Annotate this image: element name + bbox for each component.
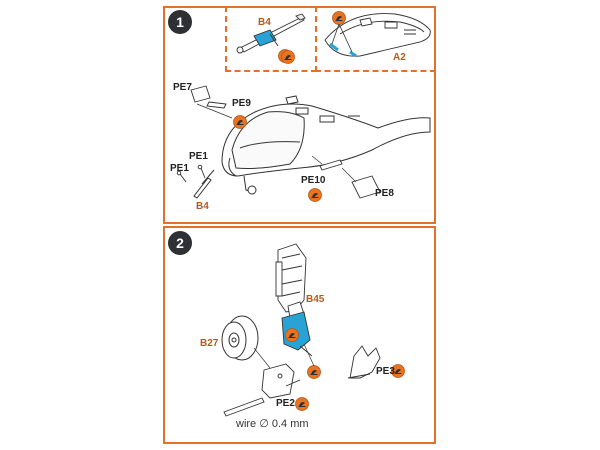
label-b45: B45: [306, 294, 325, 305]
b45-gear-leg: [275, 243, 313, 357]
label-a2-inset: A2: [393, 52, 406, 63]
wire-note: wire ∅ 0.4 mm: [236, 418, 309, 430]
inset-right: [315, 6, 436, 72]
label-pe7: PE7: [173, 82, 192, 93]
wire-part: [223, 397, 265, 417]
label-pe8: PE8: [375, 188, 394, 199]
label-pe9: PE9: [232, 98, 251, 109]
pe3-part: [347, 345, 381, 379]
label-pe10: PE10: [301, 175, 326, 186]
helicopter-nose: [193, 95, 431, 199]
label-pe2: PE2: [276, 398, 295, 409]
b27-wheel: [221, 315, 259, 361]
pe1-parts: [176, 164, 206, 183]
label-pe3: PE3: [376, 366, 395, 377]
label-pe1-a: PE1: [189, 151, 208, 162]
label-pe1-b: PE1: [170, 163, 189, 174]
step-1-badge: 1: [168, 10, 192, 34]
label-b4: B4: [196, 201, 209, 212]
pe2-bracket: [261, 363, 301, 399]
pe8-plate: [319, 159, 381, 199]
label-b4-inset: B4: [258, 17, 271, 28]
pe7-plate: [190, 85, 227, 109]
b4-pitot-part: [236, 13, 306, 54]
label-b27: B27: [200, 338, 219, 349]
step-2-badge: 2: [168, 231, 192, 255]
a2-fuselage-part: [324, 13, 431, 58]
